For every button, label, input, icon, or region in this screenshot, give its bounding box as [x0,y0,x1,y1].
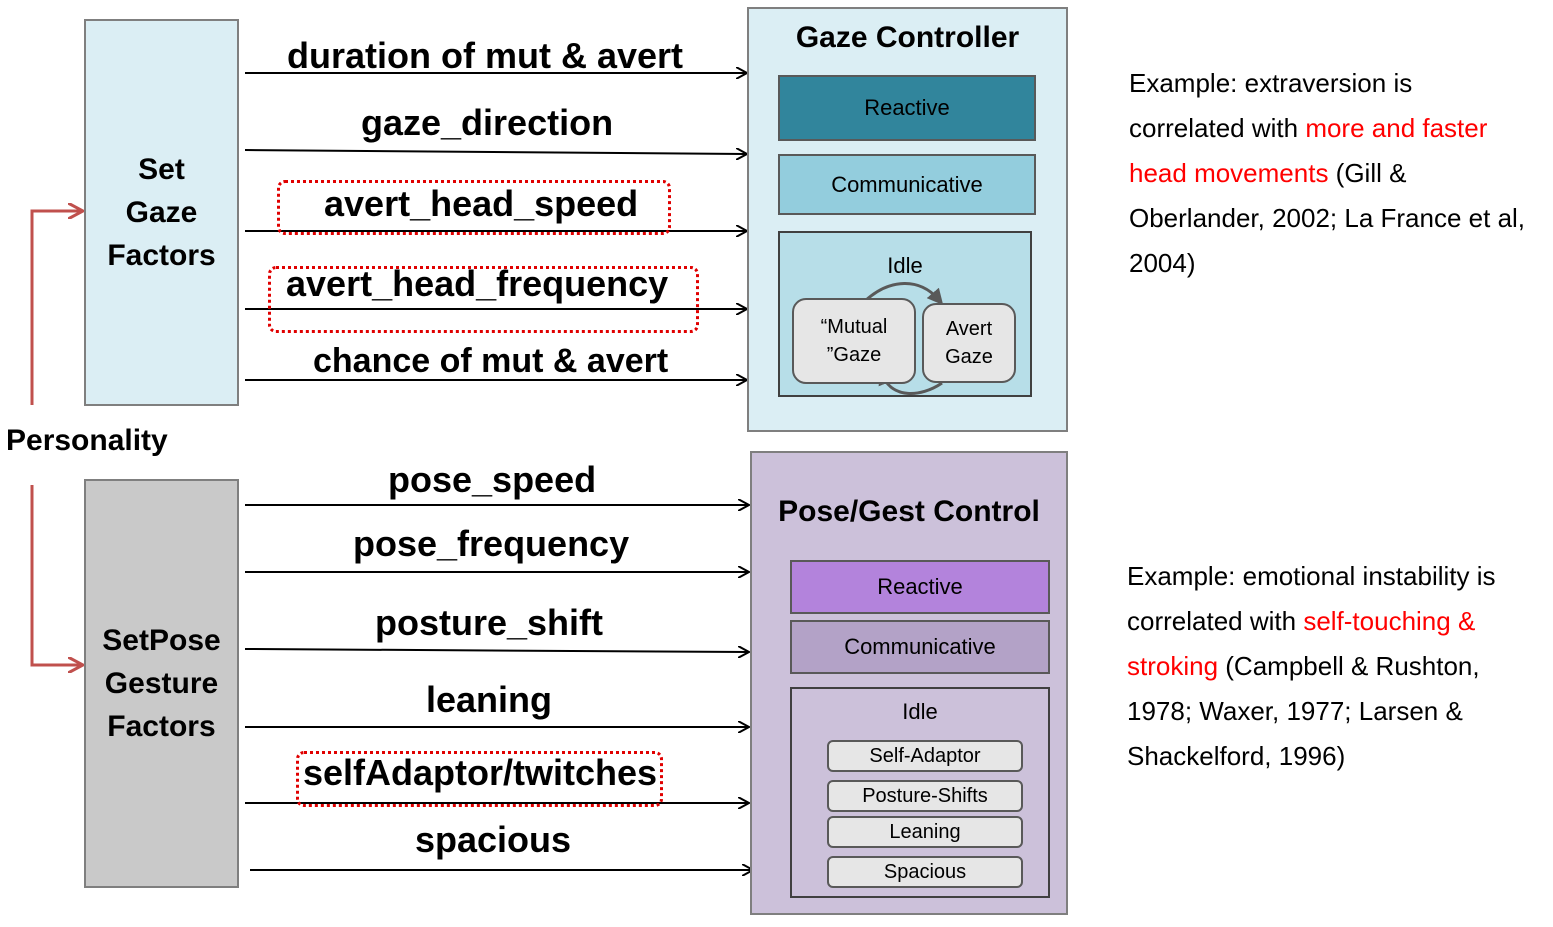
pose-communicative-layer: Communicative [790,620,1050,674]
pose-factors-line1: SetPose [102,624,221,657]
param-posture-shift: posture_shift [375,602,604,643]
avert-gaze-line2: Gaze [945,346,993,368]
highlight-self-adaptor [296,751,663,807]
pose-factors-line3: Factors [107,710,216,743]
idle-item-posture-shifts: Posture-Shifts [827,780,1023,812]
example-gaze-text2: (Gill & Oberlander, 2002; La France et a… [1129,158,1526,278]
example-pose-text2: (Campbell & Rushton, 1978; Waxer, 1977; … [1127,651,1480,771]
mutual-gaze-line1: “Mutual [820,316,888,338]
example-pose-highlight: self-touching & stroking [1127,606,1476,681]
param-duration-of-mut-avert: duration of mut & avert [287,35,684,76]
gaze-factors-line1: Set [138,153,185,186]
example-gaze-text1: Example: extraversion is correlated with [1129,68,1413,143]
pose-controller-title: Pose/Gest Control [778,495,1040,528]
gaze-idle-box: Idle “Mutual ”Gaze Avert Gaze [778,231,1032,397]
pose-idle-label: Idle [902,699,938,724]
highlight-avert-head-speed [277,180,671,235]
pose-idle-box: Idle Self-Adaptor Posture-Shifts Leaning… [790,687,1050,898]
gaze-communicative-layer: Communicative [778,154,1036,215]
param-leaning: leaning [426,679,553,720]
personality-arrow-up [30,211,82,405]
arrow-gaze-direction [244,150,746,154]
gaze-controller-title: Gaze Controller [795,21,1020,54]
param-pose-frequency: pose_frequency [353,523,630,564]
param-spacious: spacious [415,819,572,860]
param-pose-speed: pose_speed [388,459,597,500]
example-emotional-instability: Example: emotional instability is correl… [1127,554,1537,779]
example-extraversion: Example: extraversion is correlated with… [1129,61,1529,286]
mutual-gaze-line2: ”Gaze [826,344,882,366]
param-avert-head-speed: avert_head_speed [324,183,639,224]
param-self-adaptor-twitches: selfAdaptor/twitches [303,752,658,793]
personality-label: Personality [6,424,168,457]
arrow-posture-shift [244,649,748,652]
set-gaze-factors-box: Set Gaze Factors [84,19,239,406]
gaze-controller-box: Gaze Controller Reactive Communicative I… [747,7,1068,432]
pose-factors-line2: Gesture [104,667,219,700]
avert-gaze-state: Avert Gaze [922,303,1016,383]
idle-item-spacious: Spacious [827,856,1023,888]
param-chance-of-mut-avert: chance of mut & avert [313,342,669,380]
avert-gaze-line1: Avert [945,318,993,340]
pose-reactive-layer: Reactive [790,560,1050,614]
set-pose-gesture-factors-box: SetPose Gesture Factors [84,479,239,888]
idle-item-self-adaptor: Self-Adaptor [827,740,1023,772]
param-avert-head-frequency: avert_head_frequency [286,263,669,304]
param-gaze-direction: gaze_direction [361,102,614,143]
gaze-idle-label: Idle [887,253,923,278]
highlight-avert-head-frequency [268,266,699,333]
pose-gest-controller-box: Pose/Gest Control Reactive Communicative… [750,451,1068,915]
mutual-gaze-state: “Mutual ”Gaze [792,298,916,384]
gaze-factors-line3: Factors [107,239,216,272]
personality-arrow-down [30,485,82,665]
example-pose-text1: Example: emotional instability is correl… [1127,561,1496,636]
gaze-factors-line2: Gaze [125,196,198,229]
gaze-reactive-layer: Reactive [778,75,1036,141]
idle-item-leaning: Leaning [827,816,1023,848]
example-gaze-highlight: more and faster head movements [1129,113,1488,188]
